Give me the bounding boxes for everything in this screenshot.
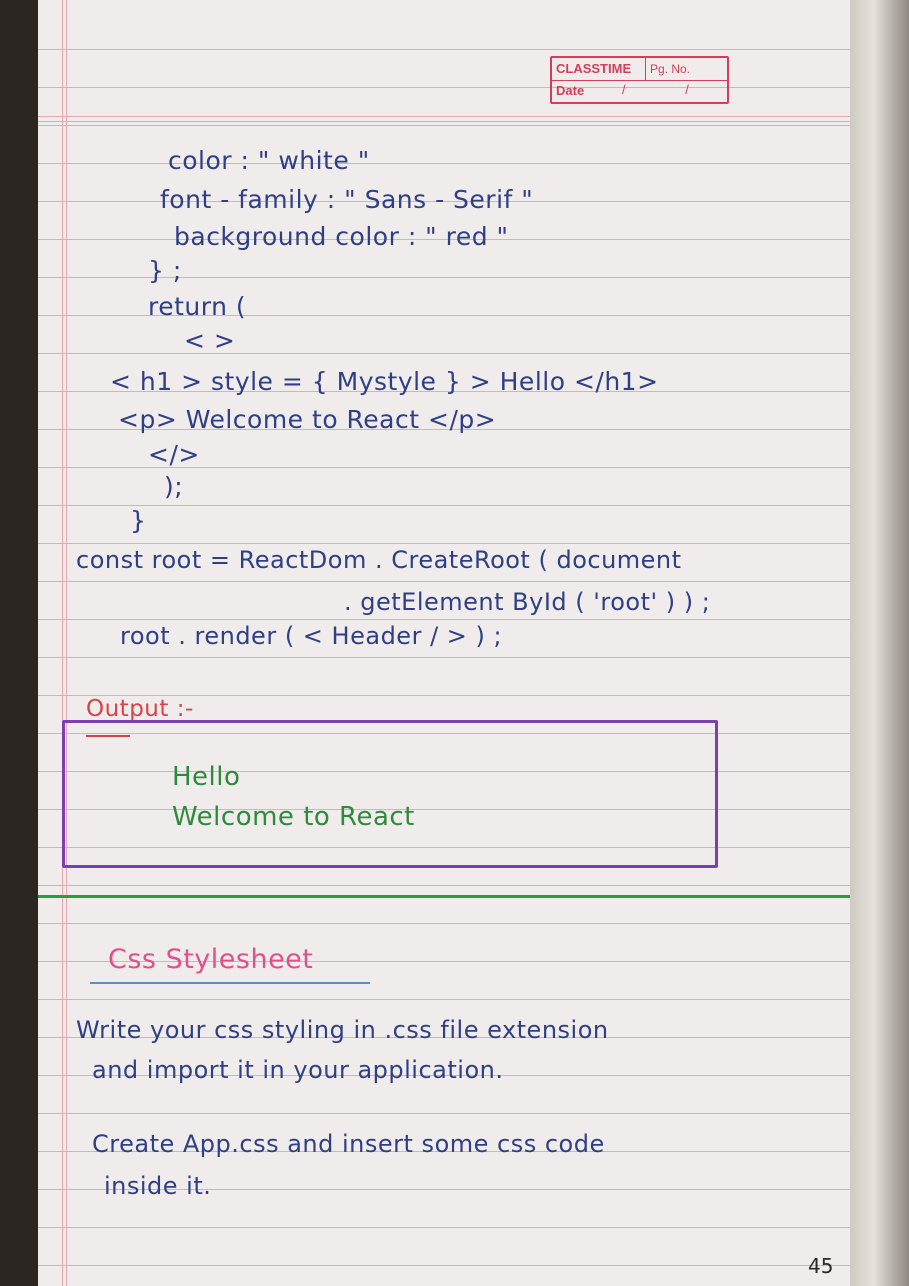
output-welcome: Welcome to React xyxy=(172,802,415,832)
header-line xyxy=(38,121,850,122)
section-para1-line1: Write your css styling in .css file exte… xyxy=(76,1016,609,1044)
code-line-return: return ( xyxy=(148,292,247,321)
page-number: 45 xyxy=(808,1254,834,1278)
section-para2-line2: inside it. xyxy=(104,1172,212,1200)
section-para2-line1: Create App.css and insert some css code xyxy=(92,1130,605,1158)
code-line-paren-close: ); xyxy=(164,472,184,501)
classtime-stamp: CLASSTIME Pg. No. Date / / xyxy=(550,56,729,104)
stamp-pg-label: Pg. No. xyxy=(650,62,691,76)
code-line-fragment-open: < > xyxy=(184,326,236,355)
output-box xyxy=(62,720,718,868)
page-edge xyxy=(850,0,909,1286)
output-hello: Hello xyxy=(172,762,241,792)
stamp-date-label: Date xyxy=(556,83,585,98)
stamp-row-pg: CLASSTIME Pg. No. xyxy=(552,58,727,81)
code-line-background: background color : " red " xyxy=(174,222,509,251)
code-line-const-root: const root = ReactDom . CreateRoot ( doc… xyxy=(76,546,682,574)
code-line-font-family: font - family : " Sans - Serif " xyxy=(160,185,534,214)
code-line-close-brace: } ; xyxy=(148,256,182,285)
code-line-color: color : " white " xyxy=(168,146,370,175)
margin-line xyxy=(62,0,63,1286)
stamp-row-date: Date / / xyxy=(552,80,727,102)
stamp-date-slashes: / / xyxy=(622,82,717,97)
stamp-brand: CLASSTIME xyxy=(556,61,632,76)
code-line-get-element: . getElement ById ( 'root' ) ) ; xyxy=(344,588,711,616)
stamp-divider xyxy=(645,58,646,80)
margin-line xyxy=(66,0,67,1286)
section-heading: Css Stylesheet xyxy=(108,944,314,975)
code-line-h1: < h1 > style = { Mystyle } > Hello </h1> xyxy=(110,367,659,396)
section-divider xyxy=(38,895,850,898)
header-line xyxy=(38,116,850,117)
code-line-function-close: } xyxy=(130,506,147,535)
code-line-root-render: root . render ( < Header / > ) ; xyxy=(120,622,503,650)
notebook-page: CLASSTIME Pg. No. Date / / color : " whi… xyxy=(38,0,850,1286)
code-line-fragment-close: </> xyxy=(148,440,200,469)
section-para1-line2: and import it in your application. xyxy=(92,1056,504,1084)
output-label: Output :- xyxy=(86,696,194,722)
section-heading-underline xyxy=(90,982,370,984)
output-label-underline xyxy=(86,735,130,737)
code-line-p: <p> Welcome to React </p> xyxy=(118,405,497,434)
